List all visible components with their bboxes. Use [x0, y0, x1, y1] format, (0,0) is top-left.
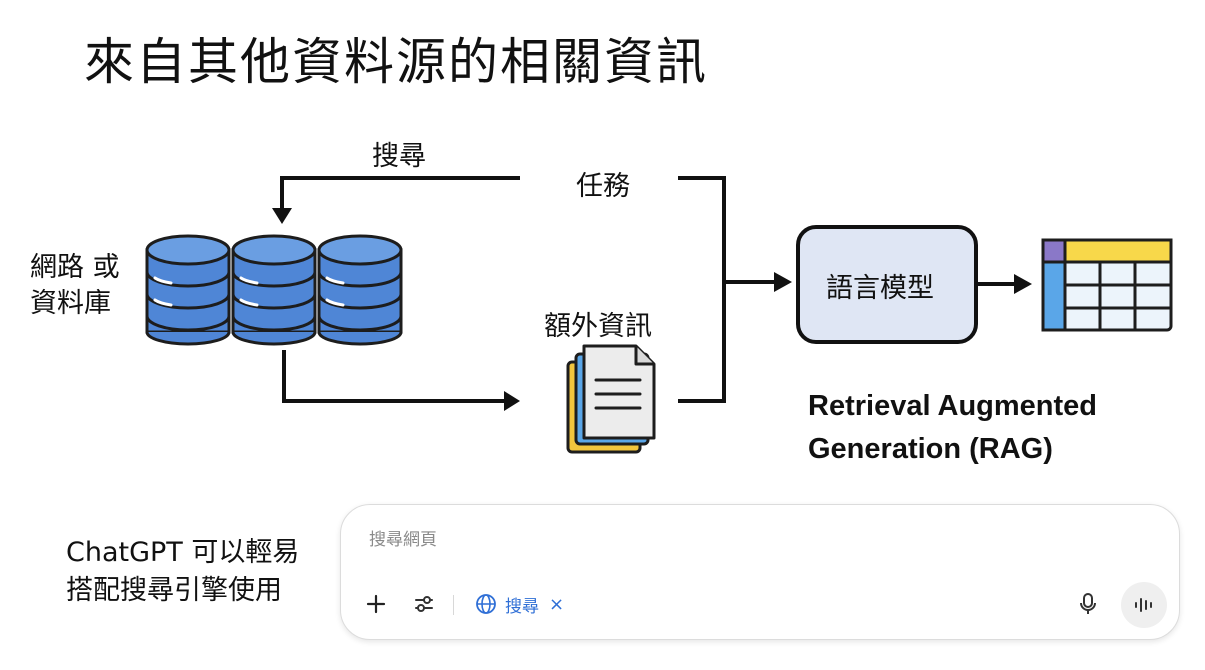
output-arrow — [976, 274, 1032, 294]
search-chip[interactable]: 搜尋 × — [469, 587, 570, 621]
search-label: 搜尋 — [372, 141, 426, 172]
plus-icon — [366, 594, 386, 614]
rag-line1: Retrieval Augmented — [808, 390, 1097, 422]
globe-icon — [476, 594, 496, 614]
add-button[interactable] — [361, 589, 391, 619]
rag-label: Retrieval Augmented Generation (RAG) — [808, 385, 1097, 471]
merge-bracket — [678, 176, 792, 403]
mic-button[interactable] — [1073, 589, 1103, 619]
database-label-line1: 網路 或 — [30, 252, 120, 283]
tune-icon — [415, 596, 433, 612]
tools-button[interactable] — [409, 589, 439, 619]
close-icon[interactable]: × — [549, 593, 565, 615]
llm-label: 語言模型 — [826, 273, 934, 304]
voice-wave-icon — [1135, 598, 1152, 612]
chat-search-box: 搜尋 × — [340, 504, 1180, 640]
extra-info-label: 額外資訊 — [544, 311, 652, 342]
search-chip-label: 搜尋 — [505, 596, 539, 617]
database-icon — [145, 234, 403, 346]
rag-line2: Generation (RAG) — [808, 433, 1053, 465]
database-label-line2: 資料庫 — [30, 288, 111, 319]
task-label: 任務 — [576, 171, 630, 202]
search-input[interactable] — [367, 529, 971, 551]
mic-icon — [1080, 593, 1096, 614]
database-label: 網路 或 資料庫 — [30, 250, 120, 322]
search-arrow — [272, 176, 520, 224]
toolbar-divider — [453, 595, 454, 615]
retrieval-arrow — [282, 350, 520, 411]
page-title: 來自其他資料源的相關資訊 — [84, 33, 708, 91]
table-icon — [1041, 238, 1173, 332]
voice-mode-button[interactable] — [1121, 582, 1167, 628]
caption-line2: 搭配搜尋引擎使用 — [66, 575, 282, 606]
caption: ChatGPT 可以輕易 搭配搜尋引擎使用 — [66, 534, 299, 610]
caption-line1: ChatGPT 可以輕易 — [66, 537, 300, 568]
document-stack-icon — [566, 344, 656, 454]
